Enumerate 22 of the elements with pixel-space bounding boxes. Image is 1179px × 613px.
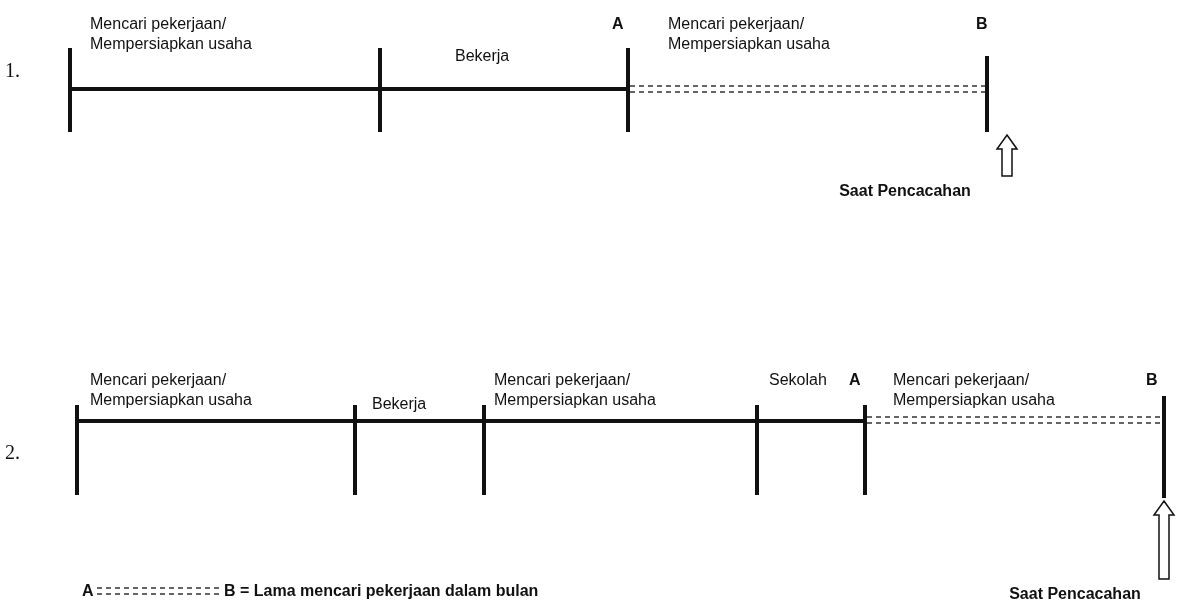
period-label: B — [976, 14, 989, 34]
timeline-tick — [1162, 396, 1166, 498]
period-label: Bekerja — [372, 394, 428, 414]
legend-text: A — [82, 581, 95, 601]
period-label: A — [849, 370, 862, 390]
period-label: Mencari pekerjaan/ Mempersiapkan usaha — [90, 370, 253, 410]
period-label: Mencari pekerjaan/ Mempersiapkan usaha — [668, 14, 831, 54]
moment-label: Saat Pencacahan — [830, 180, 980, 202]
row-number: 2. — [5, 442, 21, 462]
period-label: Bekerja — [455, 46, 511, 66]
period-label: Mencari pekerjaan/ Mempersiapkan usaha — [90, 14, 253, 54]
period-label: B — [1146, 370, 1159, 390]
hollow-arrow — [995, 133, 1019, 177]
period-label: Mencari pekerjaan/ Mempersiapkan usaha — [893, 370, 1056, 410]
hollow-arrow — [1152, 499, 1176, 580]
row-number: 1. — [5, 60, 21, 80]
legend-text: B = Lama mencari pekerjaan dalam bulan — [224, 581, 540, 601]
period-label: Mencari pekerjaan/ Mempersiapkan usaha — [494, 370, 657, 410]
timeline-tick — [985, 56, 989, 132]
period-label: A — [612, 14, 625, 34]
period-label: Sekolah — [769, 370, 828, 390]
moment-label: Saat Pencacahan — [1000, 583, 1150, 605]
